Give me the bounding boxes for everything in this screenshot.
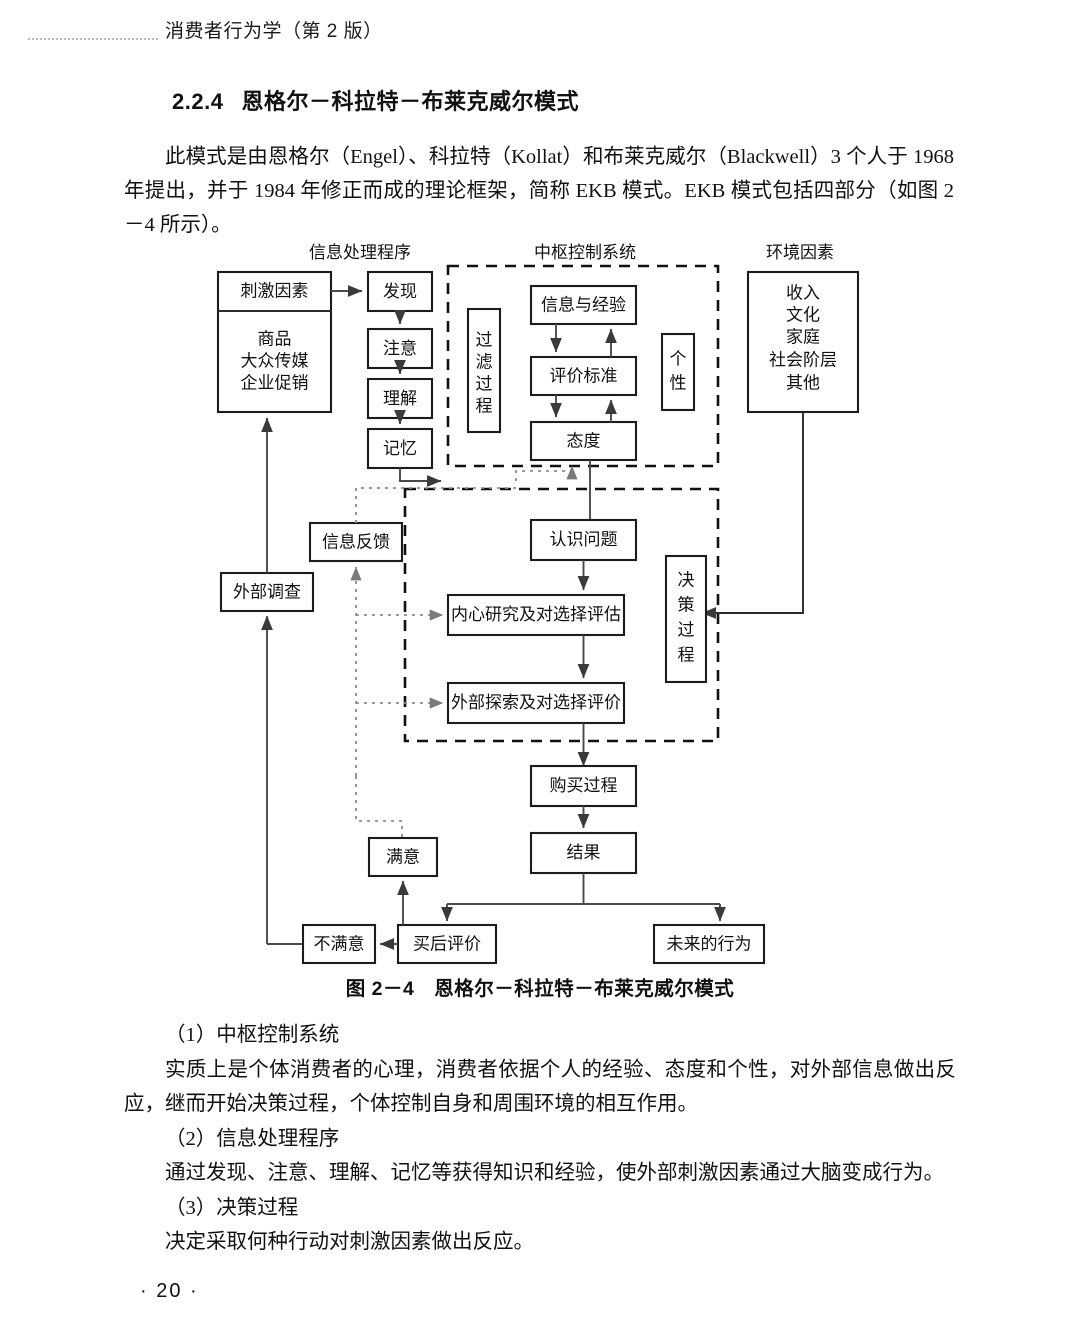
label-decision-3: 过 (678, 620, 695, 639)
box-internal-search (446, 593, 626, 637)
box-decision-process (664, 554, 708, 684)
label-personality-1: 个 (670, 349, 687, 368)
label-personality-2: 性 (670, 373, 687, 392)
label-env-culture: 文化 (786, 305, 820, 324)
central-control-dashed-region (446, 264, 720, 468)
dotted-feedback-up-to-central (355, 487, 516, 523)
label-stimulus-mass-media: 大众传媒 (241, 351, 309, 370)
label-stimulus-promotion: 企业促销 (241, 373, 309, 392)
group-label-info-processing: 信息处理程序 (309, 243, 411, 262)
label-info-experience: 信息与经验 (541, 295, 626, 314)
box-external-search (446, 681, 626, 725)
arrow-environment-to-decision (701, 412, 804, 619)
running-head: 消费者行为学（第 2 版） (0, 14, 1080, 48)
group-label-central-control: 中枢控制系统 (534, 243, 636, 262)
body-text: （1）中枢控制系统 实质上是个体消费者的心理，消费者依据个人的经验、态度和个性，… (124, 1018, 956, 1260)
label-stimulus-header: 刺激因素 (241, 281, 309, 300)
label-satisfied: 满意 (386, 847, 420, 866)
running-head-rule (28, 38, 158, 40)
label-stimulus-goods: 商品 (258, 329, 292, 348)
box-info-feedback (308, 521, 404, 563)
decision-process-dashed-region (403, 487, 720, 743)
label-filter-4: 程 (476, 396, 493, 415)
label-discover: 发现 (383, 282, 417, 301)
box-external-survey (219, 571, 315, 613)
group-label-environment: 环境因素 (766, 243, 834, 262)
label-external-search: 外部探索及对选择评价 (451, 693, 621, 712)
section-heading: 2.2.4 恩格尔－科拉特－布莱克威尔模式 (172, 84, 579, 116)
ekb-model-diagram: 信息处理程序 中枢控制系统 环境因素 刺激因素 商品 大众传媒 企业促销 发现 … (0, 236, 1080, 996)
label-comprehension: 理解 (383, 389, 417, 408)
label-decision-4: 程 (678, 645, 695, 664)
label-external-survey: 外部调查 (233, 582, 301, 601)
label-post-purchase-eval: 买后评价 (413, 934, 481, 953)
dotted-into-attitude (515, 465, 578, 481)
figure-caption: 图 2－4 恩格尔－科拉特－布莱克威尔模式 (345, 978, 735, 1000)
label-problem-recognition: 认识问题 (550, 530, 618, 549)
label-env-social-class: 社会阶层 (769, 350, 837, 369)
label-filter-3: 过 (476, 374, 493, 393)
label-memory: 记忆 (383, 439, 417, 458)
body-item3-text: 决定采取何种行动对刺激因素做出反应。 (165, 1231, 534, 1253)
box-stimulus (216, 270, 333, 414)
intro-paragraph: 此模式是由恩格尔（Engel）、科拉特（Kollat）和布莱克威尔（Blackw… (124, 146, 954, 236)
running-head-title: 消费者行为学（第 2 版） (165, 21, 383, 42)
box-post-purchase-eval (396, 923, 498, 965)
box-environment (746, 270, 860, 414)
body-item3-title: （3）决策过程 (165, 1196, 299, 1219)
page-number: · 20 · (140, 1280, 199, 1302)
box-info-experience (529, 284, 638, 326)
label-decision-1: 决 (678, 570, 695, 589)
arrow-memory-to-central (399, 468, 442, 487)
label-decision-2: 策 (678, 595, 695, 614)
box-attitude (529, 420, 638, 462)
label-env-family: 家庭 (786, 327, 820, 346)
label-filter-1: 过 (476, 330, 493, 349)
label-internal-search: 内心研究及对选择评估 (451, 605, 621, 624)
box-satisfied (367, 836, 439, 878)
dotted-feedback-from-satisfied (355, 776, 403, 838)
section-title: 恩格尔－科拉特－布莱克威尔模式 (241, 89, 579, 114)
label-dissatisfied: 不满意 (314, 934, 365, 953)
box-filter-process (466, 307, 502, 434)
section-number: 2.2.4 (172, 89, 224, 114)
label-env-income: 收入 (786, 283, 820, 302)
label-eval-criteria: 评价标准 (550, 366, 618, 385)
label-attitude: 态度 (567, 431, 601, 450)
label-future-behavior: 未来的行为 (667, 934, 752, 953)
label-filter-2: 滤 (476, 352, 493, 371)
box-dissatisfied (301, 923, 377, 965)
label-env-other: 其他 (786, 373, 820, 392)
label-purchase-process: 购买过程 (550, 776, 618, 795)
label-outcome: 结果 (567, 843, 601, 862)
label-attention: 注意 (383, 339, 417, 358)
body-item1-title: （1）中枢控制系统 (165, 1024, 340, 1046)
box-eval-criteria (529, 355, 638, 397)
box-personality (660, 332, 696, 412)
body-item1-text: 实质上是个体消费者的心理，消费者依据个人的经验、态度和个性，对外部信息做出反应，… (124, 1058, 956, 1116)
label-info-feedback: 信息反馈 (322, 532, 390, 551)
body-item2-text: 通过发现、注意、理解、记忆等获得知识和经验，使外部刺激因素通过大脑变成行为。 (165, 1162, 944, 1184)
box-future-behavior (652, 923, 766, 965)
body-item2-title: （2）信息处理程序 (165, 1127, 340, 1150)
